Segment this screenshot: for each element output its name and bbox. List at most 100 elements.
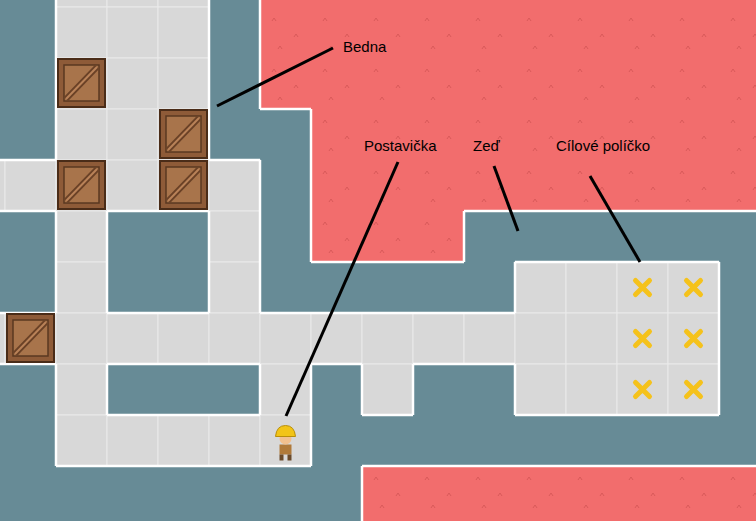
floor-tile — [617, 313, 668, 364]
leader-line — [590, 176, 640, 262]
texture-mark — [549, 493, 553, 496]
floor-tile — [56, 313, 107, 364]
texture-mark — [651, 493, 655, 496]
wall-edge — [719, 210, 756, 213]
leader-line — [217, 48, 333, 106]
texture-mark — [651, 136, 655, 139]
wall-edge — [209, 414, 260, 417]
texture-mark — [345, 136, 349, 139]
floor-tile — [566, 364, 617, 415]
texture-mark — [680, 18, 684, 21]
wall-edge — [668, 261, 719, 264]
texture-mark — [578, 69, 582, 72]
void-tile — [515, 0, 566, 7]
floor-tile — [56, 58, 107, 109]
texture-mark — [600, 493, 604, 496]
texture-mark — [447, 238, 451, 241]
wall-edge — [617, 414, 668, 417]
wall-tile — [5, 109, 56, 160]
floor-tile — [56, 211, 107, 262]
floor-tile — [311, 313, 362, 364]
wall-tile — [5, 466, 56, 517]
wall-tile — [413, 415, 464, 466]
wall-tile — [5, 0, 56, 7]
target-cross — [687, 383, 701, 397]
wall-tile — [158, 364, 209, 415]
texture-mark — [737, 46, 741, 49]
void-tile — [617, 58, 668, 109]
texture-mark — [753, 34, 756, 37]
texture-mark — [482, 199, 486, 202]
texture-mark — [686, 505, 690, 508]
wall-tile — [260, 517, 311, 521]
wall-tile — [107, 466, 158, 517]
texture-mark — [329, 199, 333, 202]
wall-tile — [719, 211, 756, 262]
wall-edge — [158, 312, 209, 315]
void-tile — [719, 109, 756, 160]
crate-brace — [66, 67, 97, 99]
wall-edge — [208, 7, 211, 58]
void-tile — [617, 160, 668, 211]
void-tile — [464, 0, 515, 7]
floor-tile — [56, 364, 107, 415]
texture-mark — [702, 34, 706, 37]
texture-mark — [425, 69, 429, 72]
crate — [7, 314, 54, 362]
crate — [58, 59, 105, 107]
texture-mark — [425, 222, 429, 225]
wall-edge — [0, 159, 5, 162]
floor-tile — [158, 313, 209, 364]
wall-edge — [259, 160, 262, 211]
wall-tile — [5, 415, 56, 466]
floor-tile — [158, 160, 209, 211]
wall-tile — [209, 466, 260, 517]
texture-mark — [294, 85, 298, 88]
texture-mark — [272, 69, 276, 72]
void-tile — [260, 58, 311, 109]
texture-mark — [686, 199, 690, 202]
floor-tile — [617, 262, 668, 313]
wall-tile — [158, 517, 209, 521]
texture-mark — [345, 34, 349, 37]
crate-frame — [58, 161, 105, 209]
wall-edge — [412, 364, 415, 415]
target-cross — [687, 332, 701, 346]
texture-mark — [702, 85, 706, 88]
wall-edge — [310, 109, 313, 160]
wall-tile — [515, 415, 566, 466]
wall-edge — [208, 262, 211, 313]
wall-edge — [106, 211, 109, 262]
texture-mark — [323, 18, 327, 21]
floor-tile — [107, 415, 158, 466]
wall-tile — [719, 415, 756, 466]
texture-mark — [374, 222, 378, 225]
void-tile — [617, 466, 668, 517]
wall-tile — [617, 211, 668, 262]
void-tile — [311, 160, 362, 211]
texture-mark — [431, 97, 435, 100]
texture-mark — [425, 120, 429, 123]
texture-mark — [686, 46, 690, 49]
texture-mark — [533, 148, 537, 151]
texture-mark — [737, 505, 741, 508]
void-tile — [566, 58, 617, 109]
texture-mark — [533, 97, 537, 100]
floor-tile — [566, 313, 617, 364]
wall-edge — [514, 364, 517, 415]
wall-edge — [259, 211, 262, 262]
player-leg — [288, 455, 292, 461]
target-cross — [687, 281, 701, 295]
floor-tile — [56, 7, 107, 58]
texture-mark — [731, 18, 735, 21]
floor-tile — [56, 0, 107, 7]
texture-mark — [482, 97, 486, 100]
wall-tile — [260, 262, 311, 313]
texture-mark — [374, 18, 378, 21]
void-tile — [260, 7, 311, 58]
wall-edge — [311, 261, 362, 264]
wall-edge — [158, 210, 209, 213]
floor-tile — [515, 364, 566, 415]
